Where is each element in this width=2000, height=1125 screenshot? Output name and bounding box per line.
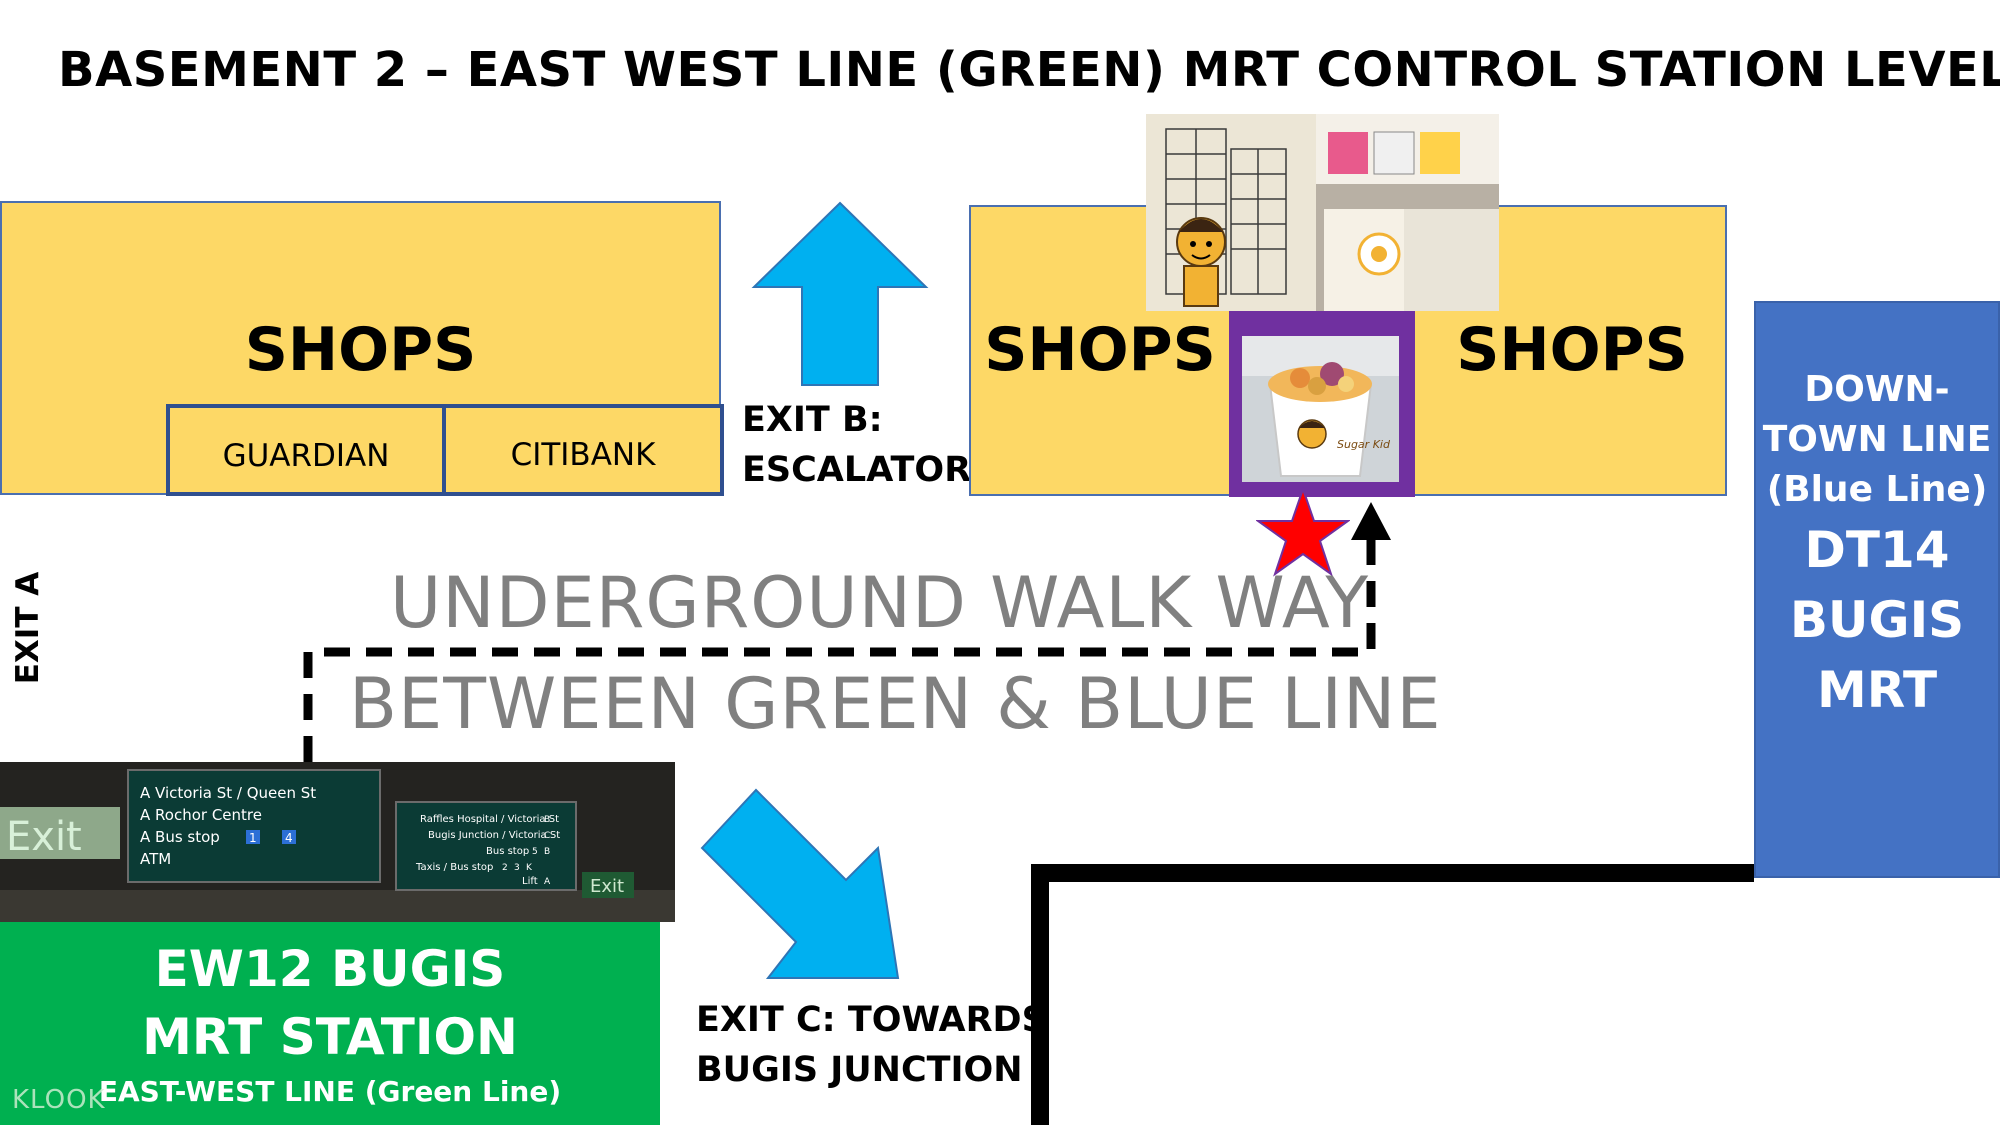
signage-bus-4: 4: [285, 831, 293, 845]
signage-right-letter-3: 5: [532, 847, 538, 857]
ew-station-line1: EW12 BUGIS: [154, 939, 506, 998]
downtown-code: DT14: [1804, 520, 1950, 579]
signage-right-letter-4: B: [544, 847, 550, 857]
downtown-line2: TOWN LINE: [1762, 418, 1992, 460]
signage-exit-word-2: Exit: [590, 876, 624, 897]
arrow-down-right-icon: [700, 788, 900, 979]
downtown-line3: (Blue Line): [1766, 468, 1988, 510]
downtown-name1: BUGIS: [1789, 590, 1965, 649]
signage-right-row1: Raffles Hospital / Victoria St: [420, 814, 559, 825]
signage-left-row1: A Victoria St / Queen St: [140, 784, 316, 802]
downtown-line-block: DOWN- TOWN LINE (Blue Line) DT14 BUGIS M…: [1754, 301, 2000, 878]
signage-right-letter-7: K: [526, 863, 533, 873]
arrow-up-icon: [751, 201, 929, 386]
food-photo: Sugar Kid: [1242, 336, 1399, 482]
exit-c-line1: EXIT C: TOWARDS: [696, 1000, 1047, 1040]
signage-right-letter-6: 3: [514, 863, 520, 873]
food-photo-graphic: Sugar Kid: [1242, 336, 1399, 482]
ew-station-line3: EAST-WEST LINE (Green Line): [98, 1074, 562, 1108]
signage-left-row4: ATM: [140, 850, 171, 868]
wall-vertical: [1031, 864, 1049, 1125]
signage-photo: Exit A Victoria St / Queen St A Rochor C…: [0, 762, 675, 922]
signage-left-row3: A Bus stop: [140, 828, 220, 846]
ew-station-line2: MRT STATION: [142, 1007, 518, 1066]
exit-c-line2: BUGIS JUNCTION: [696, 1050, 1023, 1090]
signage-right-row2: Bugis Junction / Victoria St: [428, 830, 560, 841]
signage-right-letter-1: B: [544, 815, 550, 825]
walkway-text-line1: UNDERGROUND WALK WAY: [390, 562, 1370, 644]
downtown-line1: DOWN-: [1804, 368, 1950, 410]
exit-b-line1: EXIT B:: [742, 400, 883, 440]
eastwest-station-block: EW12 BUGIS MRT STATION EAST-WEST LINE (G…: [0, 922, 660, 1125]
signage-right-letter-8: A: [544, 877, 551, 887]
exit-c-label: EXIT C: TOWARDS BUGIS JUNCTION: [696, 995, 1047, 1095]
signage-exit-word: Exit: [6, 814, 82, 860]
signage-photo-graphic: Exit A Victoria St / Queen St A Rochor C…: [0, 762, 675, 922]
shops-label-left: SHOPS: [244, 315, 477, 385]
signage-right-row3: Bus stop: [486, 846, 529, 857]
exit-b-label: EXIT B: ESCALATOR: [742, 395, 971, 495]
downtown-name2: MRT: [1816, 660, 1938, 719]
cup-text: Sugar Kid: [1337, 438, 1391, 451]
signage-right-row4: Taxis / Bus stop: [415, 862, 493, 873]
store-citibank: CITIBANK: [442, 404, 724, 496]
exit-b-line2: ESCALATOR: [742, 450, 972, 490]
walkway-text-line2: BETWEEN GREEN & BLUE LINE: [349, 663, 1442, 745]
shops-label-right-1: SHOPS: [984, 315, 1216, 385]
signage-left-row2: A Rochor Centre: [140, 806, 262, 824]
shops-label-right-2: SHOPS: [1456, 315, 1688, 385]
signage-right-letter-5: 2: [502, 863, 508, 873]
signage-right-letter-2: C: [544, 831, 550, 841]
klook-watermark: KLOOK: [12, 1085, 106, 1115]
page-title: BASEMENT 2 – EAST WEST LINE (GREEN) MRT …: [58, 42, 2000, 98]
star-icon: [1256, 487, 1350, 577]
shop-photo-graphic: [1146, 114, 1499, 311]
wall-horizontal: [1031, 864, 1754, 882]
signage-right-row5: Lift: [522, 876, 538, 887]
shop-photo: [1146, 114, 1499, 311]
exit-a-label: EXIT A: [10, 571, 46, 685]
signage-bus-1: 1: [249, 831, 257, 845]
